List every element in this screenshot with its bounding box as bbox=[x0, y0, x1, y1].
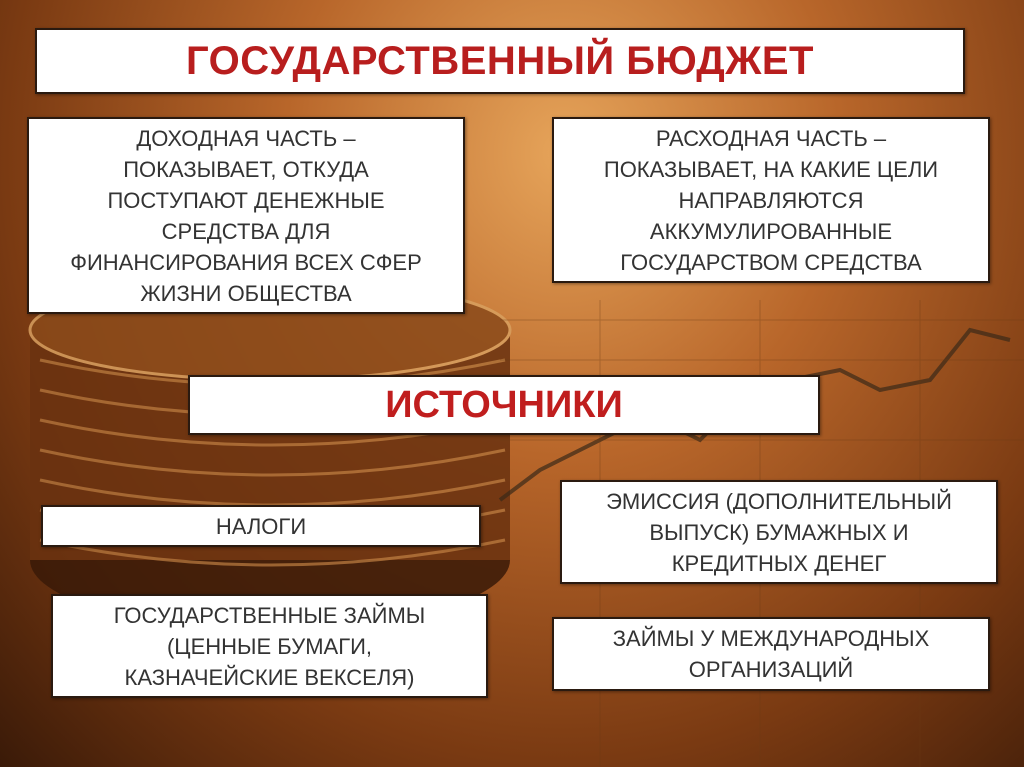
emission-box: ЭМИССИЯ (ДОПОЛНИТЕЛЬНЫЙ ВЫПУСК) БУМАЖНЫХ… bbox=[560, 480, 998, 584]
income-text: ДОХОДНАЯ ЧАСТЬ – ПОКАЗЫВАЕТ, ОТКУДА ПОСТ… bbox=[70, 125, 422, 306]
state-loans-text: ГОСУДАРСТВЕННЫЕ ЗАЙМЫ (ЦЕННЫЕ БУМАГИ, КА… bbox=[113, 602, 426, 690]
intl-loans-box: ЗАЙМЫ У МЕЖДУНАРОДНЫХ ОРГАНИЗАЦИЙ bbox=[552, 617, 990, 691]
state-loans-box: ГОСУДАРСТВЕННЫЕ ЗАЙМЫ (ЦЕННЫЕ БУМАГИ, КА… bbox=[51, 594, 488, 698]
sources-title: ИСТОЧНИКИ bbox=[385, 383, 623, 426]
income-box: ДОХОДНАЯ ЧАСТЬ – ПОКАЗЫВАЕТ, ОТКУДА ПОСТ… bbox=[27, 117, 465, 314]
emission-text: ЭМИССИЯ (ДОПОЛНИТЕЛЬНЫЙ ВЫПУСК) БУМАЖНЫХ… bbox=[606, 488, 952, 576]
intl-loans-text: ЗАЙМЫ У МЕЖДУНАРОДНЫХ ОРГАНИЗАЦИЙ bbox=[612, 626, 930, 682]
title-box: ГОСУДАРСТВЕННЫЙ БЮДЖЕТ bbox=[35, 28, 965, 94]
page-title: ГОСУДАРСТВЕННЫЙ БЮДЖЕТ bbox=[186, 38, 814, 83]
taxes-box: НАЛОГИ bbox=[41, 505, 481, 547]
expense-box: РАСХОДНАЯ ЧАСТЬ – ПОКАЗЫВАЕТ, НА КАКИЕ Ц… bbox=[552, 117, 990, 283]
sources-title-box: ИСТОЧНИКИ bbox=[188, 375, 820, 435]
expense-text: РАСХОДНАЯ ЧАСТЬ – ПОКАЗЫВАЕТ, НА КАКИЕ Ц… bbox=[603, 125, 939, 275]
taxes-text: НАЛОГИ bbox=[215, 513, 307, 539]
